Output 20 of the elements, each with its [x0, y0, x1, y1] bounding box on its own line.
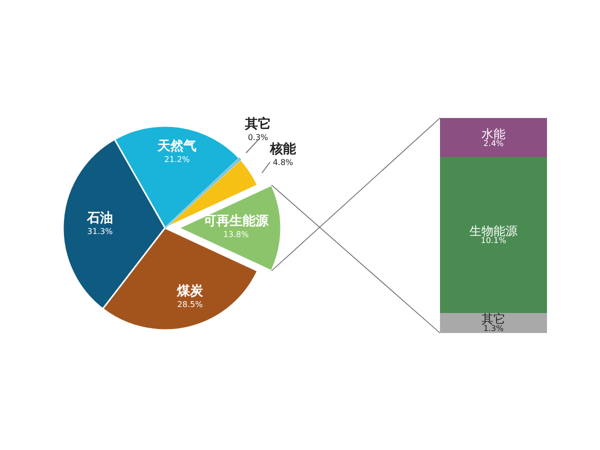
category-label: 核能 — [270, 142, 296, 158]
segment-label: 其它 — [482, 313, 506, 325]
bar-segment — [440, 157, 547, 313]
value-label: 21.2% — [163, 154, 191, 164]
bar-segment — [440, 313, 547, 333]
segment-value: 10.1% — [480, 237, 506, 245]
segment-label: 水能 — [482, 128, 506, 140]
segment-value: 1.3% — [483, 325, 504, 333]
bar-segment — [440, 118, 547, 157]
segment-label: 生物能源 — [470, 225, 518, 237]
value-label: 13.8% — [222, 230, 250, 240]
value-label: 0.3% — [246, 132, 270, 142]
value-label: 4.8% — [272, 158, 294, 168]
value-label: 28.5% — [177, 300, 203, 310]
category-label: 煤炭 — [177, 284, 203, 300]
category-label: 石油 — [87, 212, 113, 227]
value-label: 31.3% — [87, 226, 113, 236]
category-label: 天然气 — [158, 140, 196, 155]
segment-value: 2.4% — [483, 140, 504, 148]
category-label: 其它 — [245, 118, 271, 133]
